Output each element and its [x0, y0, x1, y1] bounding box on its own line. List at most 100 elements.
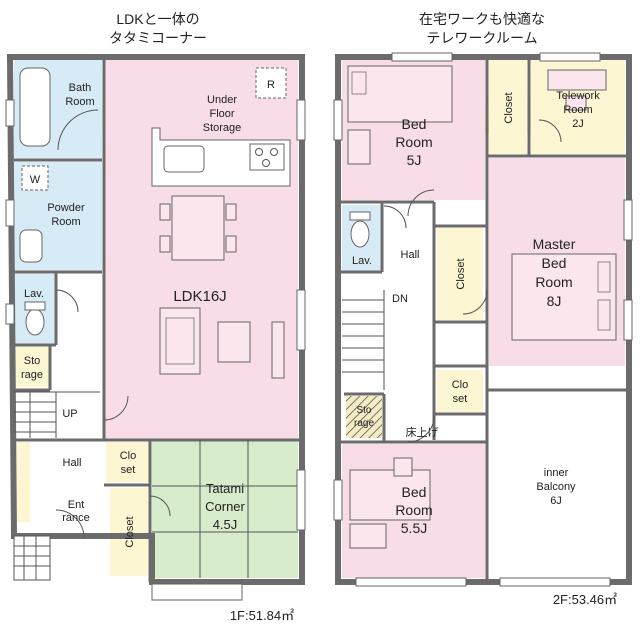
- bath-door: [57, 109, 99, 151]
- wash-basin: [19, 229, 43, 263]
- sofa-seat: [165, 317, 195, 365]
- porch-tiles: [14, 536, 50, 580]
- tv-board: [271, 321, 285, 379]
- label-bed1-1: Bed: [402, 116, 427, 132]
- bed1-door: [407, 189, 435, 217]
- master-pillow-2: [597, 299, 611, 331]
- heading-1f-line2: タタミコーナー: [109, 30, 207, 46]
- window-1f-east-c: [296, 469, 306, 531]
- label-closet-a: Closet: [503, 92, 515, 123]
- label-area-2f: 2F:53.46㎡: [553, 592, 617, 607]
- window-2f-west-a: [333, 99, 343, 141]
- label-bed2-1: Bed: [402, 484, 427, 500]
- tatami-door: [149, 495, 171, 517]
- floor-1: Bath Room W Powder Room Lav. Sto rage UP…: [5, 54, 306, 623]
- shoe-storage-area: [14, 442, 30, 522]
- label-hall-2f: Hall: [401, 249, 420, 261]
- kitchen-sink: [163, 145, 205, 173]
- label-bath-2: Room: [65, 96, 94, 108]
- label-powder-1: Powder: [47, 202, 85, 214]
- toilet-tank-2f: [349, 211, 371, 221]
- window-2f-north-a: [391, 52, 453, 62]
- label-storage-1f-2: rage: [21, 369, 43, 381]
- label-master-2: Bed: [542, 255, 567, 271]
- window-2f-south-a: [355, 577, 467, 587]
- label-master-4: 8J: [547, 293, 562, 309]
- closet-tall-area: [110, 488, 148, 576]
- window-1f-west-a: [5, 99, 15, 127]
- window-1f-west-b: [5, 199, 15, 227]
- interior-walls-1f: [14, 57, 302, 582]
- toilet-tank-1f: [24, 301, 46, 311]
- closet-b-area: [437, 228, 483, 320]
- fridge-box: [255, 67, 287, 99]
- heading-1f-line1: LDKと一体の: [116, 11, 199, 27]
- label-tatami-1: Tatami: [206, 481, 244, 496]
- window-1f-east-a: [296, 99, 306, 141]
- storage-1f-area: [14, 347, 50, 387]
- tatami-area: [152, 440, 298, 578]
- label-balcony-2: Balcony: [536, 481, 576, 493]
- window-1f-east-b: [296, 289, 306, 351]
- window-2f-east-a: [623, 199, 633, 241]
- window-2f-north-b: [539, 52, 601, 62]
- closet-a-area: [489, 60, 527, 154]
- storage-2f-area: [346, 396, 382, 438]
- tatami-mats: [152, 440, 298, 578]
- label-entrance-2: rance: [62, 512, 90, 524]
- label-master-1: Master: [533, 236, 576, 252]
- label-underfloor-2: Floor: [209, 108, 234, 120]
- heading-2f-line2: テレワークルーム: [426, 30, 537, 46]
- label-closet-tall: Closet: [124, 516, 136, 547]
- label-closet-c-2: set: [453, 393, 468, 405]
- bathtub: [19, 67, 51, 147]
- telework-chair: [565, 95, 587, 111]
- label-master-3: Room: [535, 274, 572, 290]
- label-tatami-2: Corner: [205, 499, 245, 514]
- balcony-area: [489, 392, 625, 578]
- dining-chair-3: [225, 203, 237, 221]
- sofa: [159, 307, 201, 375]
- closet-c-area: [437, 370, 483, 412]
- heading-2f-line1: 在宅ワークも快適な: [419, 11, 545, 27]
- label-powder-2: Room: [51, 216, 80, 228]
- dining-chair-1: [159, 203, 171, 221]
- label-storage-2f-2: rage: [354, 418, 374, 429]
- label-closet-c-1: Clo: [452, 379, 469, 391]
- bed2-chair: [393, 457, 413, 477]
- label-washer: W: [30, 174, 41, 186]
- dining-table: [171, 195, 225, 261]
- window-2f-east-b: [623, 299, 633, 341]
- label-tatami-3: 4.5J: [213, 517, 238, 532]
- bed2-bed: [349, 469, 431, 521]
- living-table: [217, 321, 251, 363]
- bed2-desk: [349, 523, 387, 549]
- dining-chair-2: [159, 235, 171, 253]
- label-bed2-3: 5.5J: [401, 520, 427, 536]
- label-bed1-2: Room: [395, 134, 432, 150]
- burner-1: [255, 148, 263, 156]
- label-raised-floor: 床上げ: [406, 425, 439, 439]
- entrance-door: [55, 509, 85, 539]
- toilet-2f: [350, 220, 370, 248]
- stairs-2f: [342, 290, 385, 390]
- label-lav-2f: Lav.: [352, 255, 372, 267]
- exterior-step: [151, 583, 243, 601]
- label-underfloor-1: Under: [207, 94, 237, 106]
- exterior-wall-2f: [335, 54, 632, 585]
- cooktop: [249, 143, 285, 171]
- toilet-1f: [25, 308, 45, 336]
- window-1f-west-c: [5, 303, 15, 325]
- closet-small-area: [106, 442, 150, 482]
- entrance-porch: [13, 535, 51, 581]
- label-balcony-1: inner: [544, 467, 569, 479]
- label-storage-2f-1: Sto: [356, 405, 371, 416]
- label-fridge: R: [267, 79, 275, 91]
- burner-2: [270, 148, 278, 156]
- interior-walls-2f: [338, 57, 629, 582]
- label-ldk: LDK16J: [173, 288, 226, 305]
- label-bed2-2: Room: [395, 502, 432, 518]
- label-entrance-1: Ent: [68, 499, 85, 511]
- master-pillow-1: [597, 261, 611, 293]
